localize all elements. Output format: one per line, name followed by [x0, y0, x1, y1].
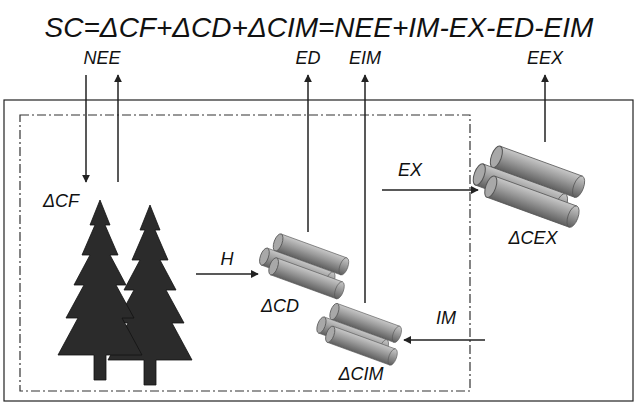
log-pile — [313, 300, 407, 367]
flux-arrow — [544, 75, 546, 142]
system-boundary — [4, 100, 633, 401]
flow-label: H — [219, 249, 236, 270]
flux-label: EX — [396, 160, 424, 181]
flux-label: IM — [434, 308, 458, 329]
log-stock: ΔCEX — [478, 136, 588, 252]
flux-arrow — [404, 339, 485, 341]
flow-arrow — [196, 273, 258, 275]
log-stock: ΔCD — [258, 228, 350, 320]
flux-label: NEE — [81, 48, 122, 69]
flux-label: ED — [293, 48, 322, 69]
flux-arrow — [382, 189, 478, 191]
flux-arrow — [117, 75, 119, 182]
stock-label: ΔCF — [43, 191, 79, 212]
stock-label: ΔCD — [261, 296, 299, 317]
flux-arrow — [307, 75, 309, 232]
stock-label: ΔCEX — [508, 228, 557, 249]
flux-arrow — [85, 75, 87, 182]
log-pile — [468, 141, 592, 229]
log-pile — [256, 230, 355, 300]
flux-label: EIM — [347, 48, 383, 69]
equation-title: SC=ΔCF+ΔCD+ΔCIM=NEE+IM-EX-ED-EIM — [45, 11, 594, 45]
tree-stock: ΔCF — [40, 188, 196, 392]
flux-label: EEX — [525, 48, 565, 69]
tree — [58, 200, 142, 380]
forest-boundary — [20, 115, 470, 391]
stock-label: ΔCIM — [338, 364, 383, 385]
flux-arrow — [364, 75, 366, 303]
log-stock: ΔCIM — [318, 300, 404, 388]
